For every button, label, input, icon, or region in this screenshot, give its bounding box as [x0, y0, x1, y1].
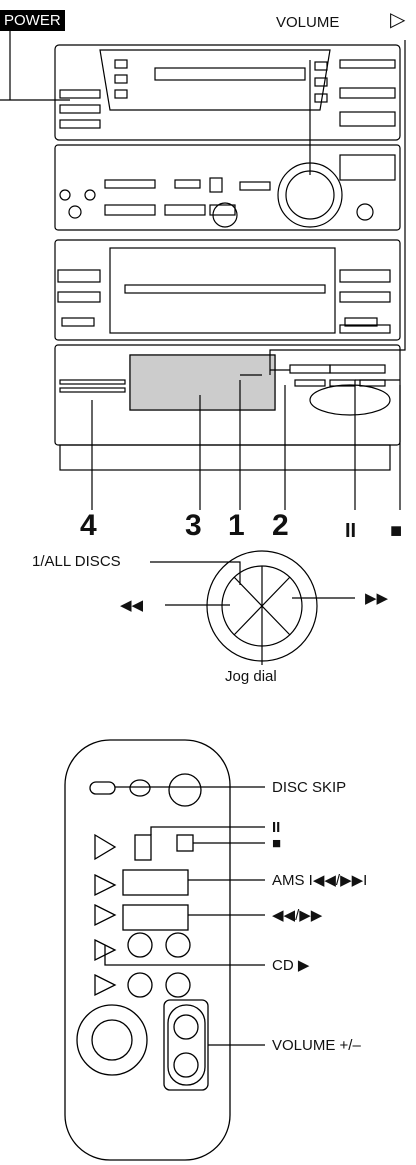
search-label: ◀◀/▶▶: [272, 907, 323, 924]
all-discs-label: 1/ALL DISCS: [32, 553, 121, 570]
callout-3: 3: [185, 509, 202, 542]
callout-1: 1: [228, 509, 245, 542]
remote-stop-label: ■: [272, 835, 282, 852]
power-label: POWER: [0, 10, 65, 31]
callout-stop: ■: [390, 520, 403, 542]
cd-play-label: CD ▶: [272, 957, 310, 974]
callout-2: 2: [272, 509, 289, 542]
ams-label: AMS I◀◀/▶▶I: [272, 872, 368, 889]
jog-dial-label: Jog dial: [225, 668, 277, 685]
disc-skip-label: DISC SKIP: [272, 779, 347, 796]
volume-label: VOLUME: [276, 14, 340, 31]
play-symbol-label: ▷: [390, 9, 406, 31]
callout-pause: II: [345, 520, 357, 542]
fast-forward-label: ▶▶: [365, 590, 389, 607]
rewind-label: ◀◀: [120, 597, 144, 614]
remote-volume-label: VOLUME +/–: [272, 1037, 361, 1054]
remote-pause-label: II: [272, 819, 281, 836]
callout-4: 4: [80, 509, 97, 542]
